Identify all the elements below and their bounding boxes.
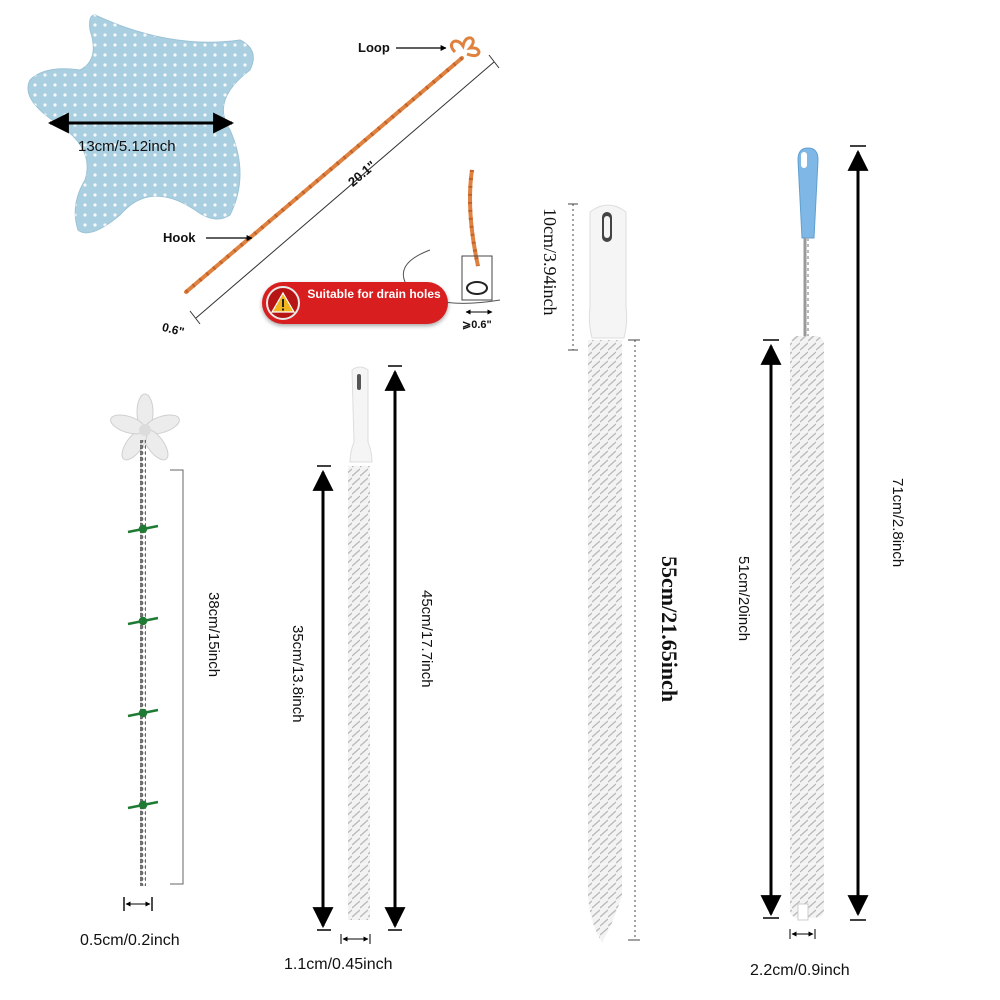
flower-width-label: 0.5cm/0.2inch (80, 932, 180, 949)
loop-label: Loop (358, 40, 390, 55)
medium-handle-label: 10cm/3.94inch (540, 208, 560, 316)
large-length-label: 71cm/2.8inch (889, 478, 906, 568)
small-brush (312, 365, 406, 944)
large-width-label: 2.2cm/0.9inch (750, 962, 850, 979)
warning-triangle-icon (270, 291, 296, 313)
hole-size-label: ⩾0.6" (462, 319, 492, 331)
medium-brush (568, 203, 640, 942)
strainer-size-label: 13cm/5.12inch (78, 138, 176, 155)
starfish-strainer (27, 14, 254, 234)
large-bristle-label: 51cm/20inch (735, 556, 752, 642)
flower-length-label: 38cm/15inch (205, 592, 222, 678)
large-brush (760, 145, 869, 939)
warning-icon (266, 286, 300, 320)
small-length-label: 45cm/17.7inch (418, 590, 435, 688)
drain-hole-badge: Suitable for drain holes (262, 282, 448, 324)
flower-head (110, 393, 180, 461)
flower-chain-tool (110, 393, 184, 911)
drain-hook-tool (184, 36, 500, 325)
medium-length-label: 55cm/21.65inch (657, 556, 682, 703)
small-bristle-label: 35cm/13.8inch (289, 625, 306, 723)
hook-label: Hook (163, 230, 196, 245)
badge-text: Suitable for drain holes (307, 287, 441, 301)
small-width-label: 1.1cm/0.45inch (284, 956, 393, 973)
